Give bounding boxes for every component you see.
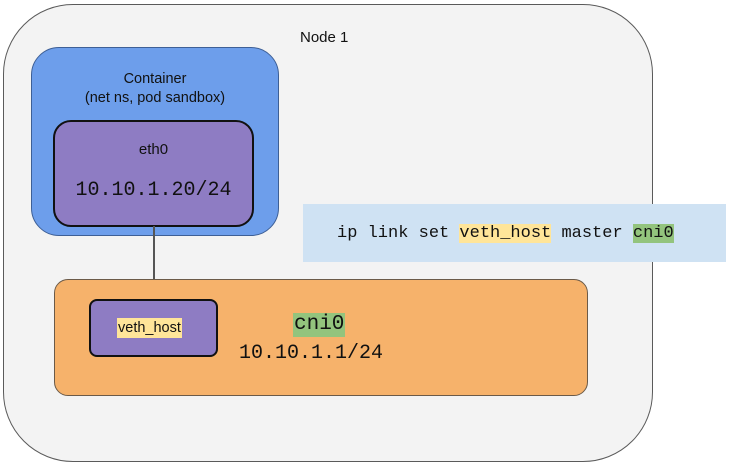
command-middle: master xyxy=(551,224,633,243)
eth0-interface-box xyxy=(53,120,254,227)
veth-host-label: veth_host xyxy=(117,318,182,338)
eth0-ip: 10.10.1.20/24 xyxy=(75,179,232,202)
container-title: Container (net ns, pod sandbox) xyxy=(31,70,279,108)
command-prefix: ip link set xyxy=(337,224,460,243)
bridge-name: cni0 xyxy=(293,313,346,337)
container-title-line2: (net ns, pod sandbox) xyxy=(84,90,226,106)
container-title-line1: Container xyxy=(123,71,187,87)
command-bridge: cni0 xyxy=(632,224,674,243)
veth-link-line xyxy=(153,226,155,300)
node-label: Node 1 xyxy=(300,29,349,46)
bridge-ip: 10.10.1.1/24 xyxy=(239,342,384,365)
command-veth: veth_host xyxy=(459,224,552,243)
eth0-name: eth0 xyxy=(138,141,169,158)
command-text: ip link set veth_host master cni0 xyxy=(337,223,674,244)
